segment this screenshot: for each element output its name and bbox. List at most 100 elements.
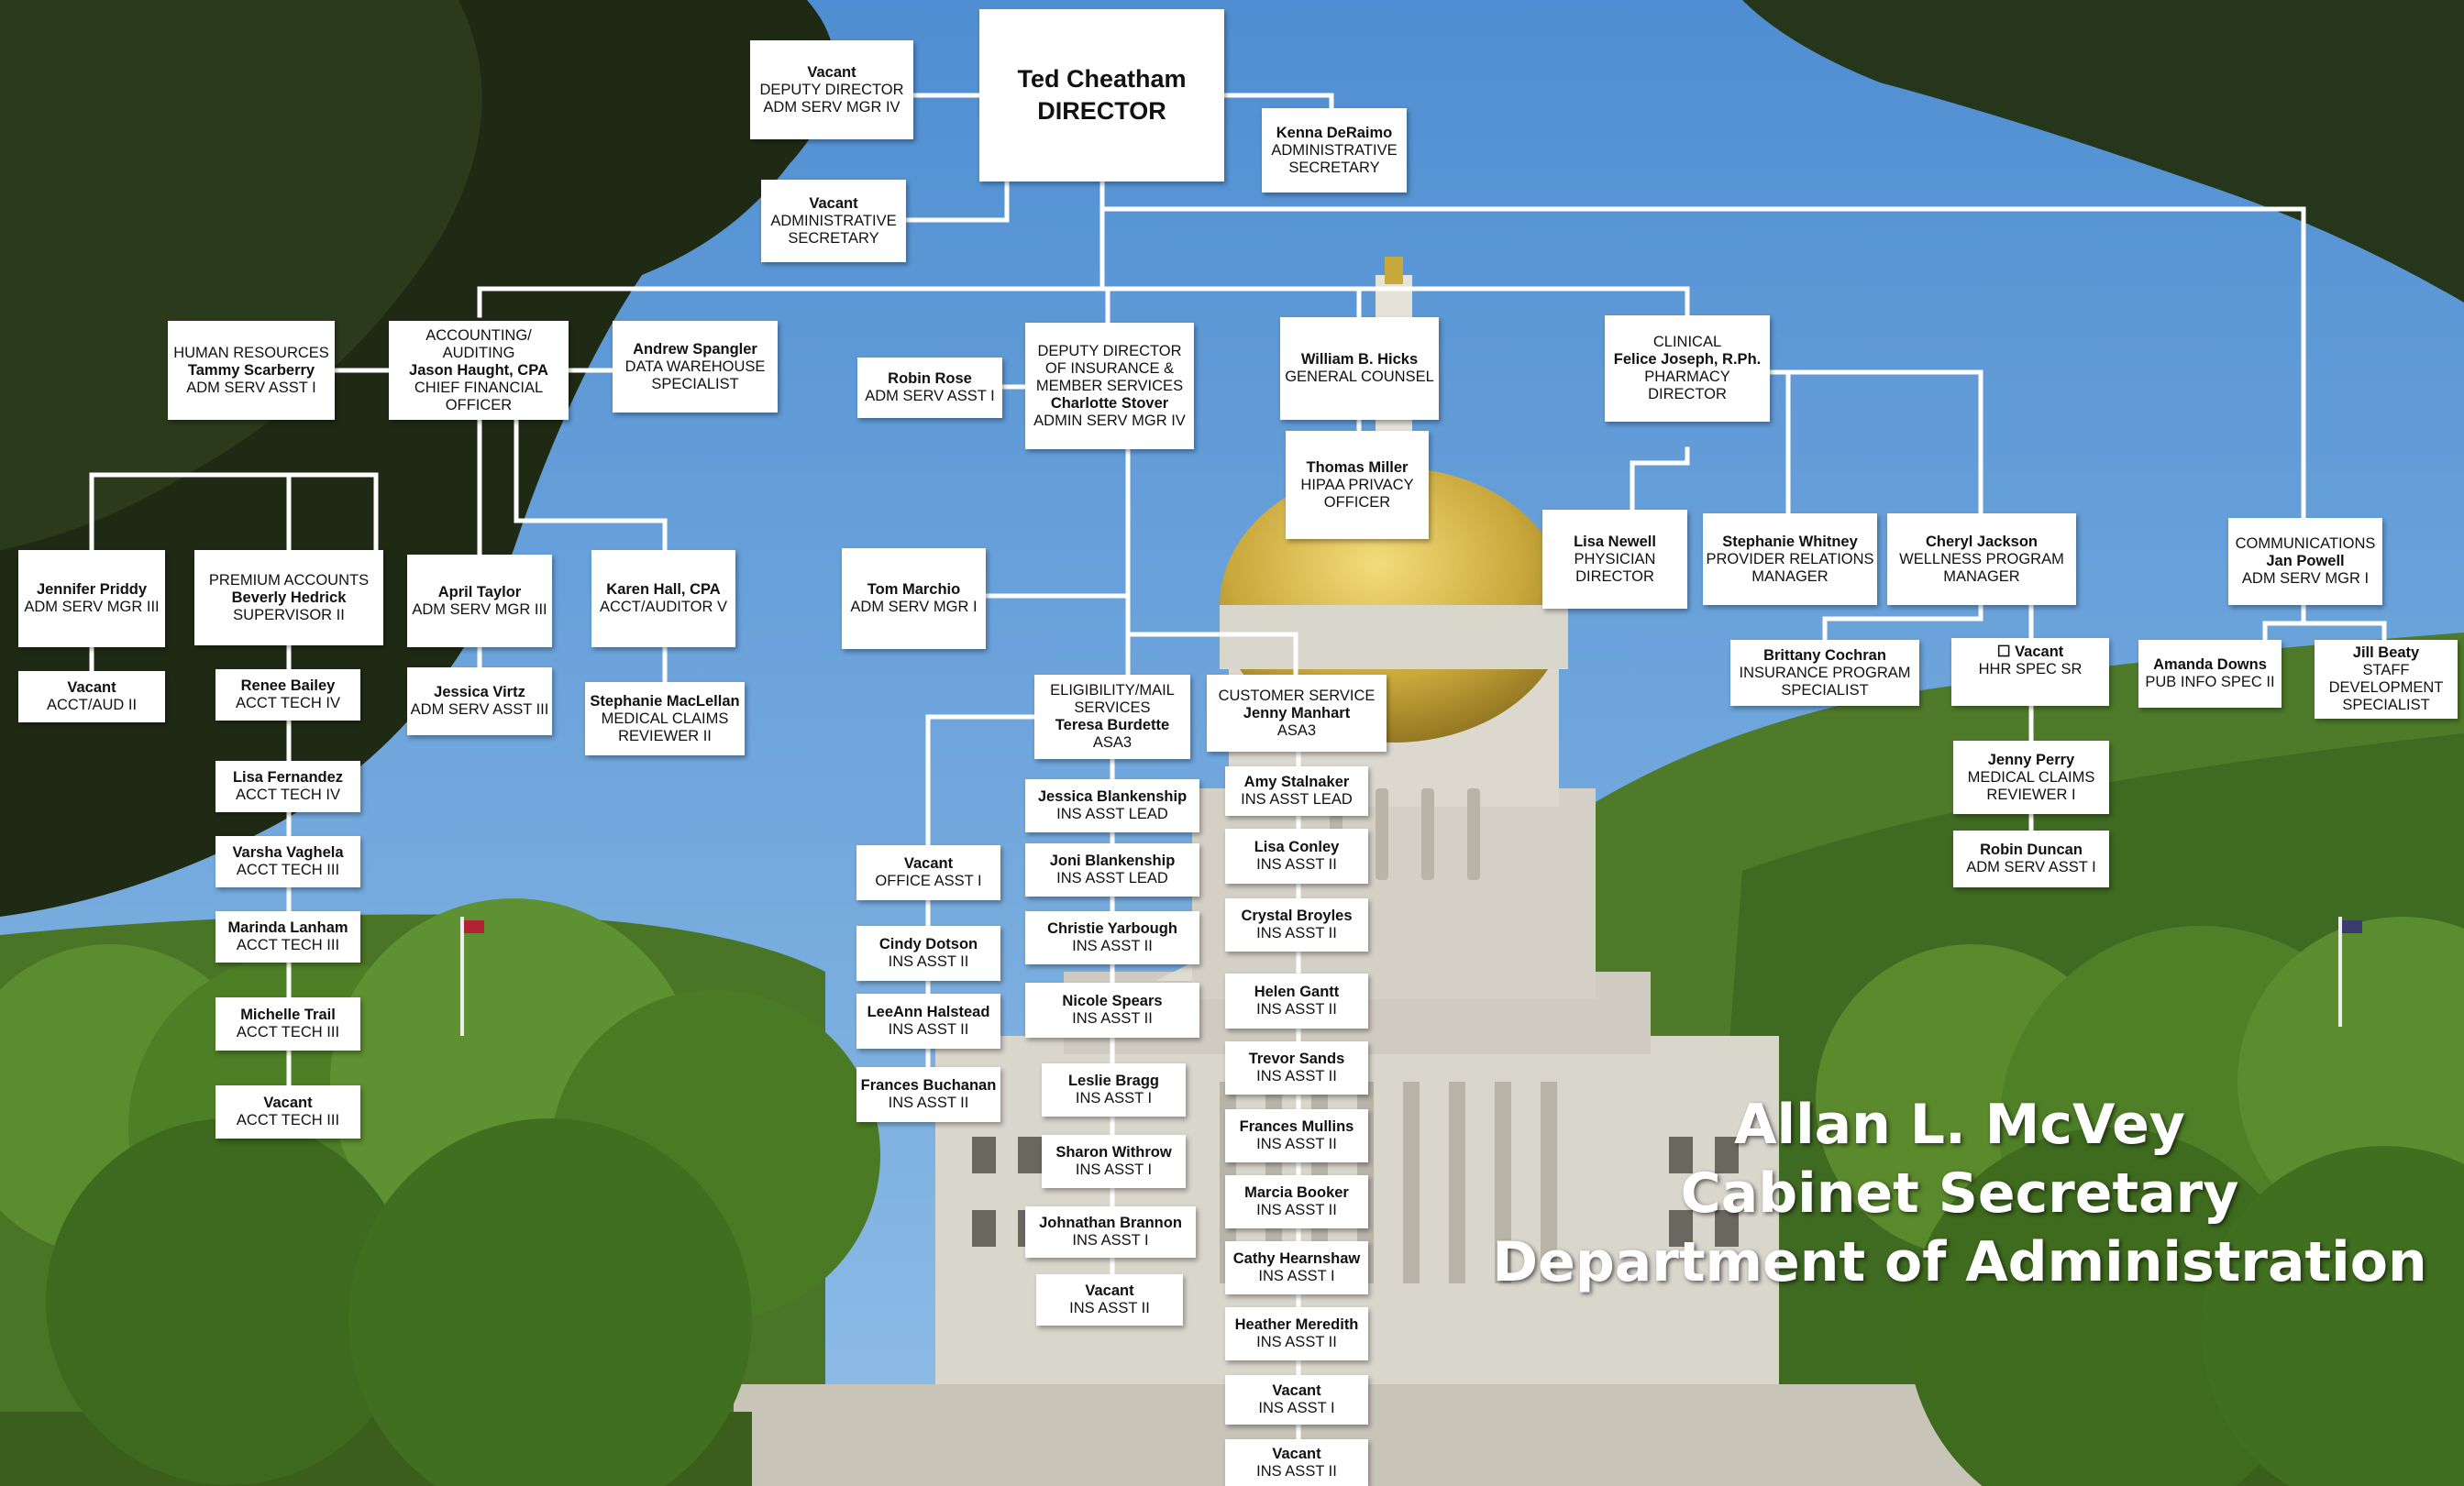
org-box-thomas-miller[interactable]: Thomas Miller HIPAA PRIVACY OFFICER [1286, 431, 1429, 539]
org-box-admin-secretary-vacant[interactable]: Vacant ADMINISTRATIVE SECRETARY [761, 180, 906, 262]
org-box-stephanie-whitney[interactable]: Stephanie Whitney PROVIDER RELATIONS MAN… [1703, 513, 1877, 605]
org-box-christie-yarbough[interactable]: Christie Yarbough INS ASST II [1025, 911, 1199, 964]
box-title: MANAGER [1751, 567, 1829, 585]
org-box-lisa-conley[interactable]: Lisa Conley INS ASST II [1225, 829, 1368, 884]
org-box-lisa-fernandez[interactable]: Lisa Fernandez ACCT TECH IV [215, 761, 360, 812]
box-title: DIRECTOR [1648, 386, 1727, 402]
box-title: ADM SERV MGR III [24, 599, 160, 615]
org-box-marcia-booker[interactable]: Marcia Booker INS ASST II [1225, 1175, 1368, 1228]
org-box-stephanie-maclellan[interactable]: Stephanie MacLellan MEDICAL CLAIMS REVIE… [585, 682, 745, 755]
box-title: ACCT TECH III [236, 1112, 340, 1128]
org-box-joni-blankenship[interactable]: Joni Blankenship INS ASST LEAD [1025, 843, 1199, 897]
org-box-director[interactable]: Ted Cheatham DIRECTOR [979, 9, 1224, 182]
org-box-leeann-halstead[interactable]: LeeAnn Halstead INS ASST II [856, 994, 1000, 1049]
org-box-jill-beaty[interactable]: Jill Beaty STAFF DEVELOPMENT SPECIALIST [2315, 640, 2458, 719]
box-title: OFFICE ASST I [875, 873, 982, 889]
org-box-frances-mullins[interactable]: Frances Mullins INS ASST II [1225, 1109, 1368, 1162]
box-title: INS ASST II [1256, 1462, 1337, 1480]
box-title: ADM SERV MGR III [412, 600, 547, 618]
org-box-human-resources[interactable]: HUMAN RESOURCES Tammy Scarberry ADM SERV… [168, 321, 335, 420]
org-box-eligibility-mail[interactable]: ELIGIBILITY/MAIL SERVICES Teresa Burdett… [1034, 675, 1190, 759]
box-title: HHR SPEC SR [1978, 661, 2083, 677]
box-name: Vacant [903, 855, 954, 872]
org-box-amy-stalnaker[interactable]: Amy Stalnaker INS ASST LEAD [1225, 766, 1368, 816]
org-box-accounting[interactable]: ACCOUNTING/ AUDITING Jason Haught, CPA C… [389, 321, 569, 420]
box-title: SPECIALIST [651, 375, 739, 392]
org-box-tom-marchio[interactable]: Tom Marchio ADM SERV MGR I [842, 548, 986, 649]
org-box-vacant-acct-tech[interactable]: Vacant ACCT TECH III [215, 1085, 360, 1139]
org-box-cindy-dotson[interactable]: Cindy Dotson INS ASST II [856, 926, 1000, 981]
org-box-william-hicks[interactable]: William B. Hicks GENERAL COUNSEL [1280, 317, 1439, 420]
box-name: Kenna DeRaimo [1276, 124, 1393, 141]
box-name: Crystal Broyles [1241, 908, 1353, 924]
org-box-robin-duncan[interactable]: Robin Duncan ADM SERV ASST I [1953, 831, 2109, 887]
box-name: April Taylor [437, 583, 522, 600]
org-box-frances-buchanan[interactable]: Frances Buchanan INS ASST II [856, 1067, 1000, 1122]
org-box-april-taylor[interactable]: April Taylor ADM SERV MGR III [407, 555, 552, 647]
org-box-jessica-blankenship[interactable]: Jessica Blankenship INS ASST LEAD [1025, 779, 1199, 832]
org-box-communications[interactable]: COMMUNICATIONS Jan Powell ADM SERV MGR I [2228, 518, 2382, 605]
org-box-jessica-virtz[interactable]: Jessica Virtz ADM SERV ASST III [407, 667, 552, 735]
box-title: ACCT TECH III [236, 937, 340, 953]
org-box-brittany-cochran[interactable]: Brittany Cochran INSURANCE PROGRAM SPECI… [1730, 640, 1919, 706]
box-name: Robin Rose [888, 370, 972, 387]
org-box-crystal-broyles[interactable]: Crystal Broyles INS ASST II [1225, 898, 1368, 952]
org-box-heather-meredith[interactable]: Heather Meredith INS ASST II [1225, 1307, 1368, 1360]
box-title: INS ASST II [1256, 925, 1337, 941]
box-name: Felice Joseph, R.Ph. [1613, 351, 1762, 368]
org-box-andrew-spangler[interactable]: Andrew Spangler DATA WAREHOUSE SPECIALIS… [613, 321, 778, 413]
box-title: INS ASST II [1256, 1136, 1337, 1152]
box-name: Johnathan Brannon [1039, 1215, 1182, 1231]
org-box-sharon-withrow[interactable]: Sharon Withrow INS ASST I [1042, 1135, 1186, 1188]
org-box-clinical[interactable]: CLINICAL Felice Joseph, R.Ph. PHARMACY D… [1605, 315, 1770, 422]
box-title: INS ASST LEAD [1056, 870, 1168, 886]
box-name: Marcia Booker [1244, 1184, 1349, 1201]
org-box-vacant-acct-aud[interactable]: Vacant ACCT/AUD II [18, 671, 165, 722]
box-title: CHIEF FINANCIAL [414, 379, 544, 396]
org-box-johnathan-brannon[interactable]: Johnathan Brannon INS ASST I [1025, 1206, 1196, 1258]
org-box-cathy-hearnshaw[interactable]: Cathy Hearnshaw INS ASST I [1225, 1241, 1368, 1294]
org-box-helen-gantt[interactable]: Helen Gantt INS ASST II [1225, 974, 1368, 1029]
box-title: DIRECTOR [1575, 567, 1654, 585]
org-box-jenny-perry[interactable]: Jenny Perry MEDICAL CLAIMS REVIEWER I [1953, 741, 2109, 814]
box-title: ACCT TECH IV [236, 695, 340, 711]
org-box-amanda-downs[interactable]: Amanda Downs PUB INFO SPEC II [2138, 640, 2282, 708]
org-box-kenna-deraimo[interactable]: Kenna DeRaimo ADMINISTRATIVE SECRETARY [1262, 108, 1407, 193]
box-name: Jessica Virtz [434, 684, 525, 700]
box-title: HIPAA PRIVACY [1300, 476, 1414, 493]
org-box-leslie-bragg[interactable]: Leslie Bragg INS ASST I [1042, 1063, 1186, 1117]
box-title: ADMINISTRATIVE [770, 212, 897, 229]
org-box-trevor-sands[interactable]: Trevor Sands INS ASST II [1225, 1041, 1368, 1095]
org-box-vacant-hhr-spec[interactable]: ☐ Vacant HHR SPEC SR [1951, 638, 2109, 706]
org-box-premium-accounts[interactable]: PREMIUM ACCOUNTS Beverly Hedrick SUPERVI… [194, 550, 383, 645]
org-box-lisa-newell[interactable]: Lisa Newell PHYSICIAN DIRECTOR [1542, 510, 1687, 609]
org-box-deputy-insurance[interactable]: DEPUTY DIRECTOR OF INSURANCE & MEMBER SE… [1025, 323, 1194, 449]
org-box-robin-rose[interactable]: Robin Rose ADM SERV ASST I [857, 358, 1002, 418]
box-title: MEDICAL CLAIMS [1967, 768, 2095, 786]
org-box-marinda-lanham[interactable]: Marinda Lanham ACCT TECH III [215, 911, 360, 963]
org-box-karen-hall[interactable]: Karen Hall, CPA ACCT/AUDITOR V [591, 550, 735, 647]
box-name: Vacant [263, 1095, 313, 1111]
box-name: Beverly Hedrick [231, 589, 347, 606]
org-box-vacant-ins-asst-i[interactable]: Vacant INS ASST I [1225, 1375, 1368, 1425]
box-dept: DEPUTY DIRECTOR [1037, 342, 1182, 359]
org-box-vacant-ins-asst-elig[interactable]: Vacant INS ASST II [1036, 1274, 1183, 1326]
box-title: SPECIALIST [2342, 697, 2430, 713]
org-box-renee-bailey[interactable]: Renee Bailey ACCT TECH IV [215, 669, 360, 721]
org-box-nicole-spears[interactable]: Nicole Spears INS ASST II [1025, 983, 1199, 1038]
box-title: PHYSICIAN [1574, 550, 1656, 567]
org-box-customer-service[interactable]: CUSTOMER SERVICE Jenny Manhart ASA3 [1207, 675, 1387, 752]
box-name: Jennifer Priddy [36, 581, 148, 598]
org-box-vacant-ins-asst-ii[interactable]: Vacant INS ASST II [1225, 1439, 1368, 1486]
org-box-jennifer-priddy[interactable]: Jennifer Priddy ADM SERV MGR III [18, 550, 165, 647]
org-box-varsha-vaghela[interactable]: Varsha Vaghela ACCT TECH III [215, 836, 360, 887]
box-name: Michelle Trail [240, 1007, 336, 1023]
org-box-michelle-trail[interactable]: Michelle Trail ACCT TECH III [215, 997, 360, 1051]
org-box-vacant-office-asst[interactable]: Vacant OFFICE ASST I [856, 845, 1000, 900]
box-name: Stephanie Whitney [1722, 533, 1858, 550]
box-dept: SERVICES [1074, 699, 1151, 716]
org-box-deputy-vacant[interactable]: Vacant DEPUTY DIRECTOR ADM SERV MGR IV [750, 40, 913, 139]
box-name: Cindy Dotson [878, 936, 978, 952]
org-box-cheryl-jackson[interactable]: Cheryl Jackson WELLNESS PROGRAM MANAGER [1887, 513, 2076, 605]
box-dept: ELIGIBILITY/MAIL [1050, 682, 1175, 699]
